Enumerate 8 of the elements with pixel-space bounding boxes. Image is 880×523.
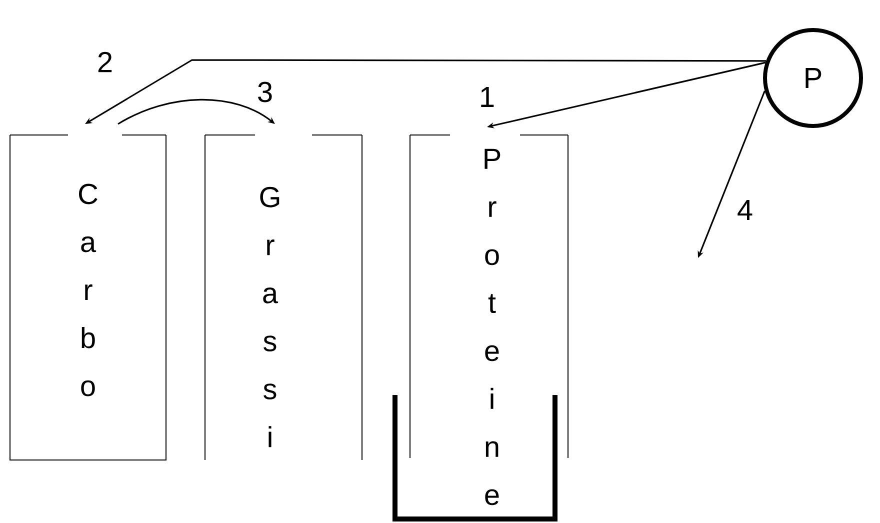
circle-node: P xyxy=(763,28,863,128)
container-box: Grassi xyxy=(204,134,362,460)
container-box: Carbo xyxy=(10,134,166,460)
edge-label: 2 xyxy=(96,50,114,74)
edge-label: 4 xyxy=(736,199,754,221)
edge-label: 3 xyxy=(256,80,274,104)
edge-label: 1 xyxy=(478,86,496,108)
container-box: Proteine xyxy=(410,134,568,506)
